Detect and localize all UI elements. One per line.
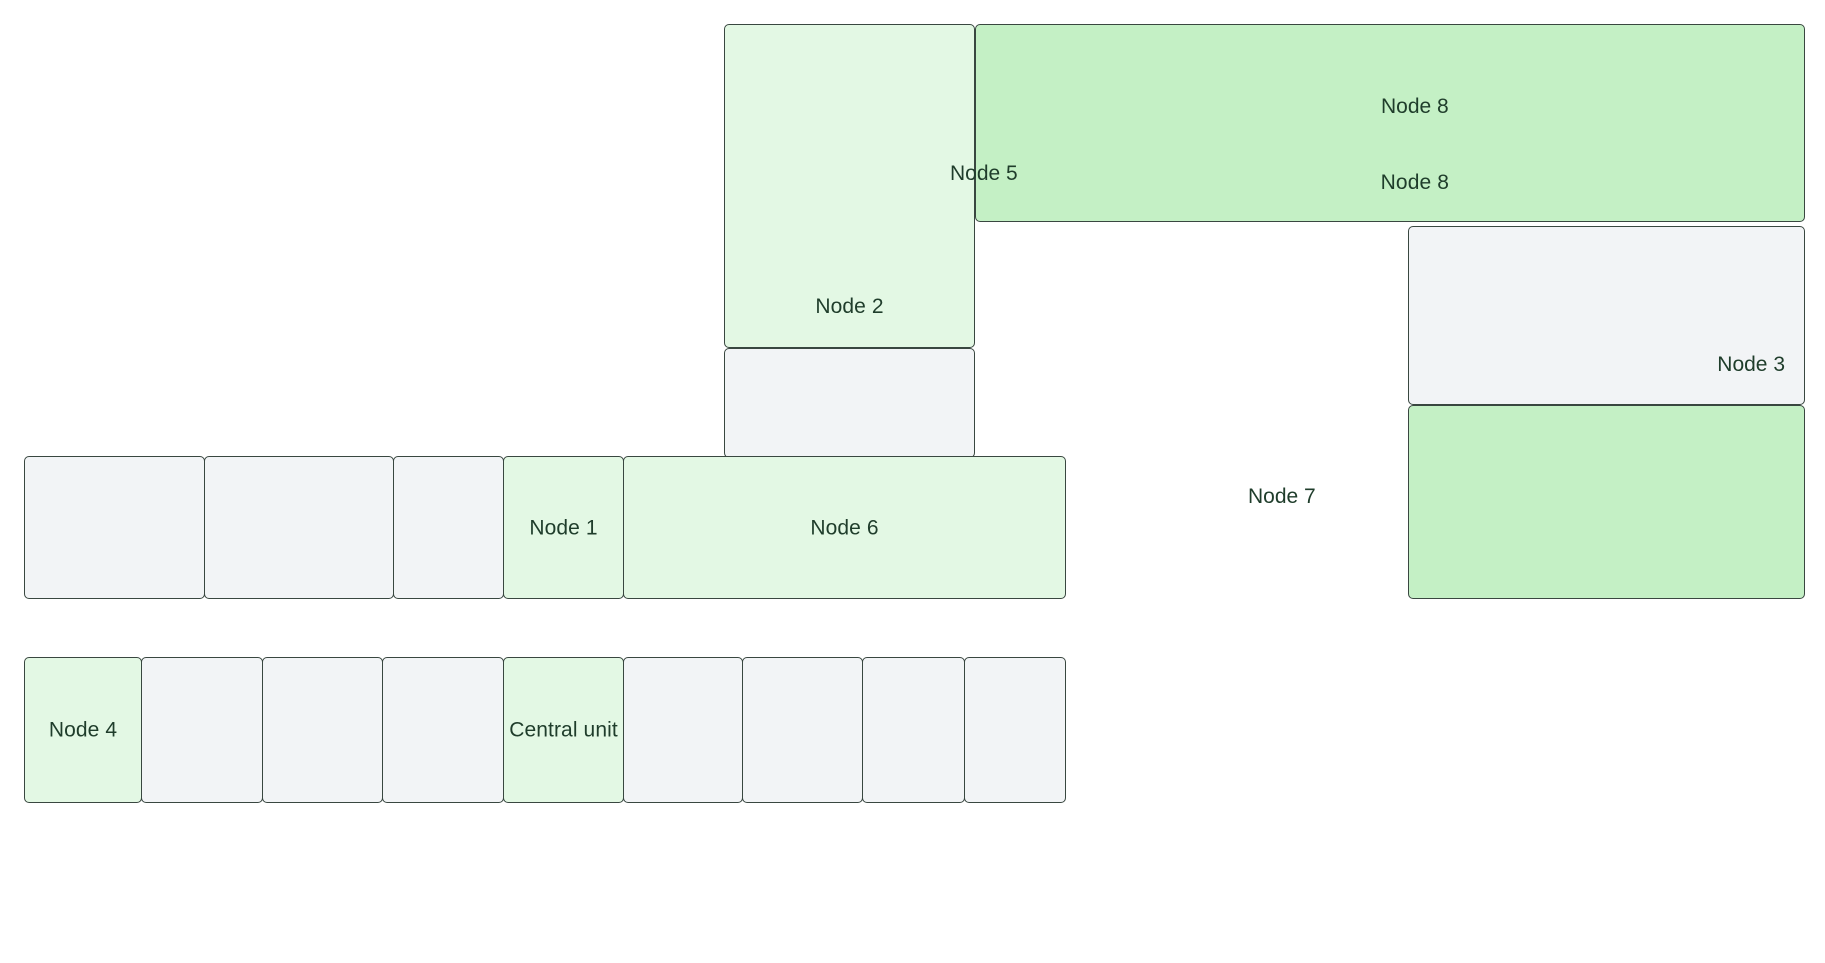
row-b-cell-6[interactable] <box>623 657 743 803</box>
node-4-label: Node 4 <box>48 718 118 742</box>
node-1-label: Node 1 <box>529 516 598 539</box>
row-a-cell-2[interactable] <box>204 456 394 599</box>
row-a-cell-1[interactable] <box>24 456 205 599</box>
row-b-cell-7[interactable] <box>742 657 863 803</box>
row-b-cell-2[interactable] <box>141 657 263 803</box>
node-6-label: Node 6 <box>810 516 879 539</box>
node-2-label: Node 2 <box>815 295 884 318</box>
central-unit-label: Central unit <box>509 718 618 742</box>
node-node-2[interactable]: Node 2 <box>724 24 975 348</box>
node-node-6[interactable]: Node 6 <box>623 456 1066 599</box>
node-node-4[interactable]: Node 4 <box>24 657 142 803</box>
row-b-cell-4[interactable] <box>382 657 504 803</box>
row-a-cell-3[interactable] <box>393 456 504 599</box>
row-b-cell-8[interactable] <box>862 657 965 803</box>
node-node-3[interactable] <box>1408 226 1805 405</box>
node-7-label-text: Node 7 <box>1248 485 1316 508</box>
row-b-cell-9[interactable] <box>964 657 1066 803</box>
node-central-unit[interactable]: Central unit <box>503 657 624 803</box>
node-node-7[interactable] <box>1408 405 1805 599</box>
node-under-node-2[interactable] <box>724 348 975 458</box>
node-node-5-node-8[interactable]: Node 8 <box>975 24 1805 222</box>
node-8-label: Node 8 <box>1380 171 1449 194</box>
node-node-1[interactable]: Node 1 <box>503 456 624 599</box>
row-b-cell-3[interactable] <box>262 657 383 803</box>
